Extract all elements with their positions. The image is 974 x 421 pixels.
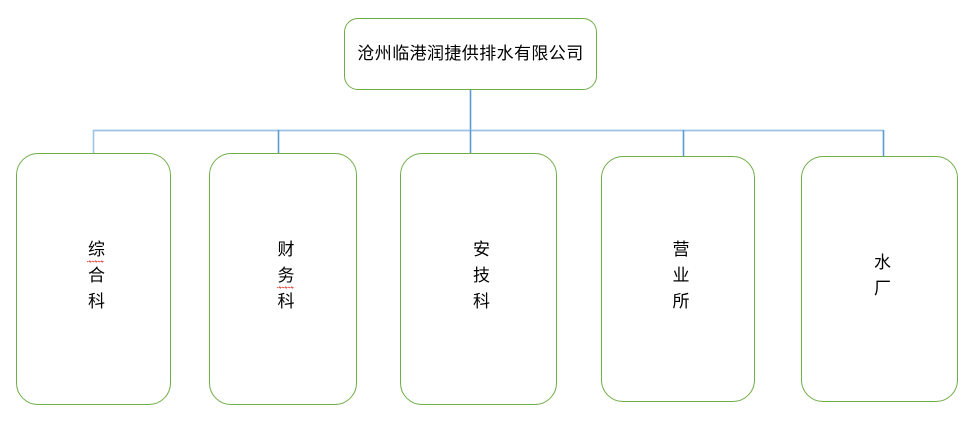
org-node-dept-4[interactable]: 营业所 bbox=[601, 156, 755, 402]
org-node-dept-5[interactable]: 水厂 bbox=[801, 156, 958, 402]
org-node-dept-1[interactable]: 综合科 bbox=[16, 153, 171, 405]
org-node-dept-3-label: 安技科 bbox=[469, 240, 489, 318]
org-node-dept-4-label: 营业所 bbox=[668, 240, 689, 318]
org-node-dept-2[interactable]: 财务科 bbox=[209, 153, 357, 405]
org-node-root-label: 沧州临港润捷供排水有限公司 bbox=[357, 43, 584, 64]
org-node-dept-2-label: 财务科 bbox=[273, 240, 294, 318]
org-node-dept-3[interactable]: 安技科 bbox=[400, 153, 557, 405]
org-node-dept-5-label: 水厂 bbox=[870, 253, 890, 305]
org-node-root[interactable]: 沧州临港润捷供排水有限公司 bbox=[344, 18, 597, 90]
org-node-dept-1-label: 综合科 bbox=[84, 240, 104, 318]
